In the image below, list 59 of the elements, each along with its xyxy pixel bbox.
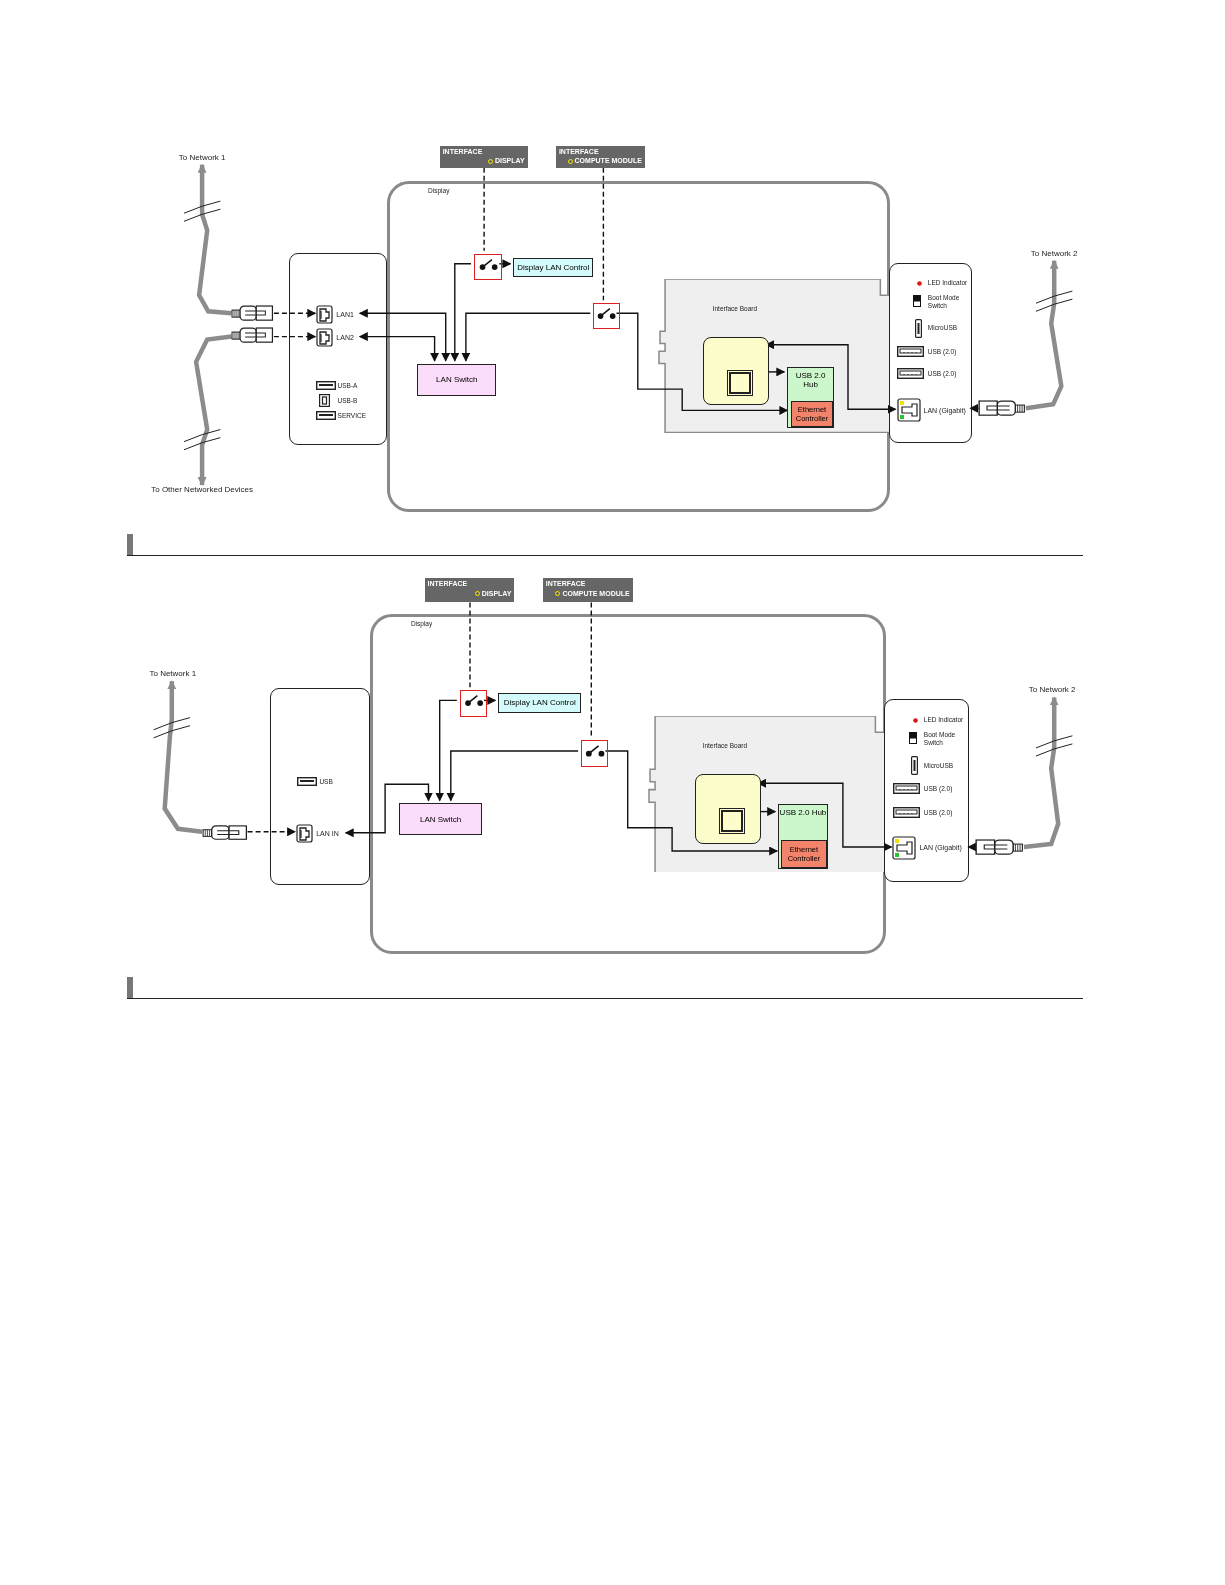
module-box [703,336,770,406]
dashed-arrow [273,308,317,318]
network-plug-icon [202,823,248,841]
destination-label: To Network 1 [169,152,235,165]
dashed-arrow [967,842,977,852]
connector-panel [269,688,370,886]
connector-arrow [435,699,458,802]
control-box: Display LAN Control [513,257,594,277]
network-plug-icon [978,399,1026,418]
switch-box: LAN Switch [399,803,483,835]
connector-arrow [344,783,433,838]
hub-label: USB 2.0 Hub [779,808,827,818]
network-cable [193,334,232,487]
display-enclosure [369,613,887,955]
switch-symbol [459,690,488,717]
network-cable [162,680,203,835]
hub-label: USB 2.0 Hub [795,370,826,390]
network-cable [1025,259,1064,411]
dashed-arrow [969,403,980,413]
dashed-line [483,167,485,252]
network-cable [1023,696,1061,850]
interface-tag [424,578,515,603]
connector-arrow [604,750,779,856]
dashed-arrow [246,827,297,837]
network-plug-icon [231,326,274,345]
module-box [695,774,761,844]
network-cable [196,163,232,316]
control-box: Display LAN Control [498,693,582,713]
switch-symbol [473,253,503,280]
connector-arrow [615,312,789,415]
connector-arrow [450,263,472,362]
connector-arrow [461,312,591,362]
destination-label: To Network 1 [139,669,207,682]
dashed-arrow [273,332,317,342]
destination-label: To Other Networked Devices [137,485,267,498]
switch-symbol [593,303,620,330]
connector-arrow [358,308,451,362]
dashed-line [469,601,471,688]
interface-tag [555,145,645,168]
connector-arrow [446,750,579,802]
dashed-line [590,601,592,738]
display-enclosure [387,180,891,513]
interface-tag [542,578,633,603]
interface-tag [439,145,528,168]
dashed-line [602,167,605,301]
connector-arrow [483,695,497,705]
connector-panel [889,262,973,443]
network-plug-icon [975,837,1024,857]
hub-box [787,366,834,429]
connector-arrow [358,332,440,362]
hub-box [778,804,828,870]
switch-symbol [581,739,609,768]
destination-label: To Network 2 [1018,685,1086,698]
network-plug-icon [231,304,274,323]
connector-panel [884,699,970,883]
connector-arrow [498,259,512,269]
connector-panel [289,252,388,445]
destination-label: To Network 2 [1020,248,1088,261]
switch-box: LAN Switch [417,363,497,397]
